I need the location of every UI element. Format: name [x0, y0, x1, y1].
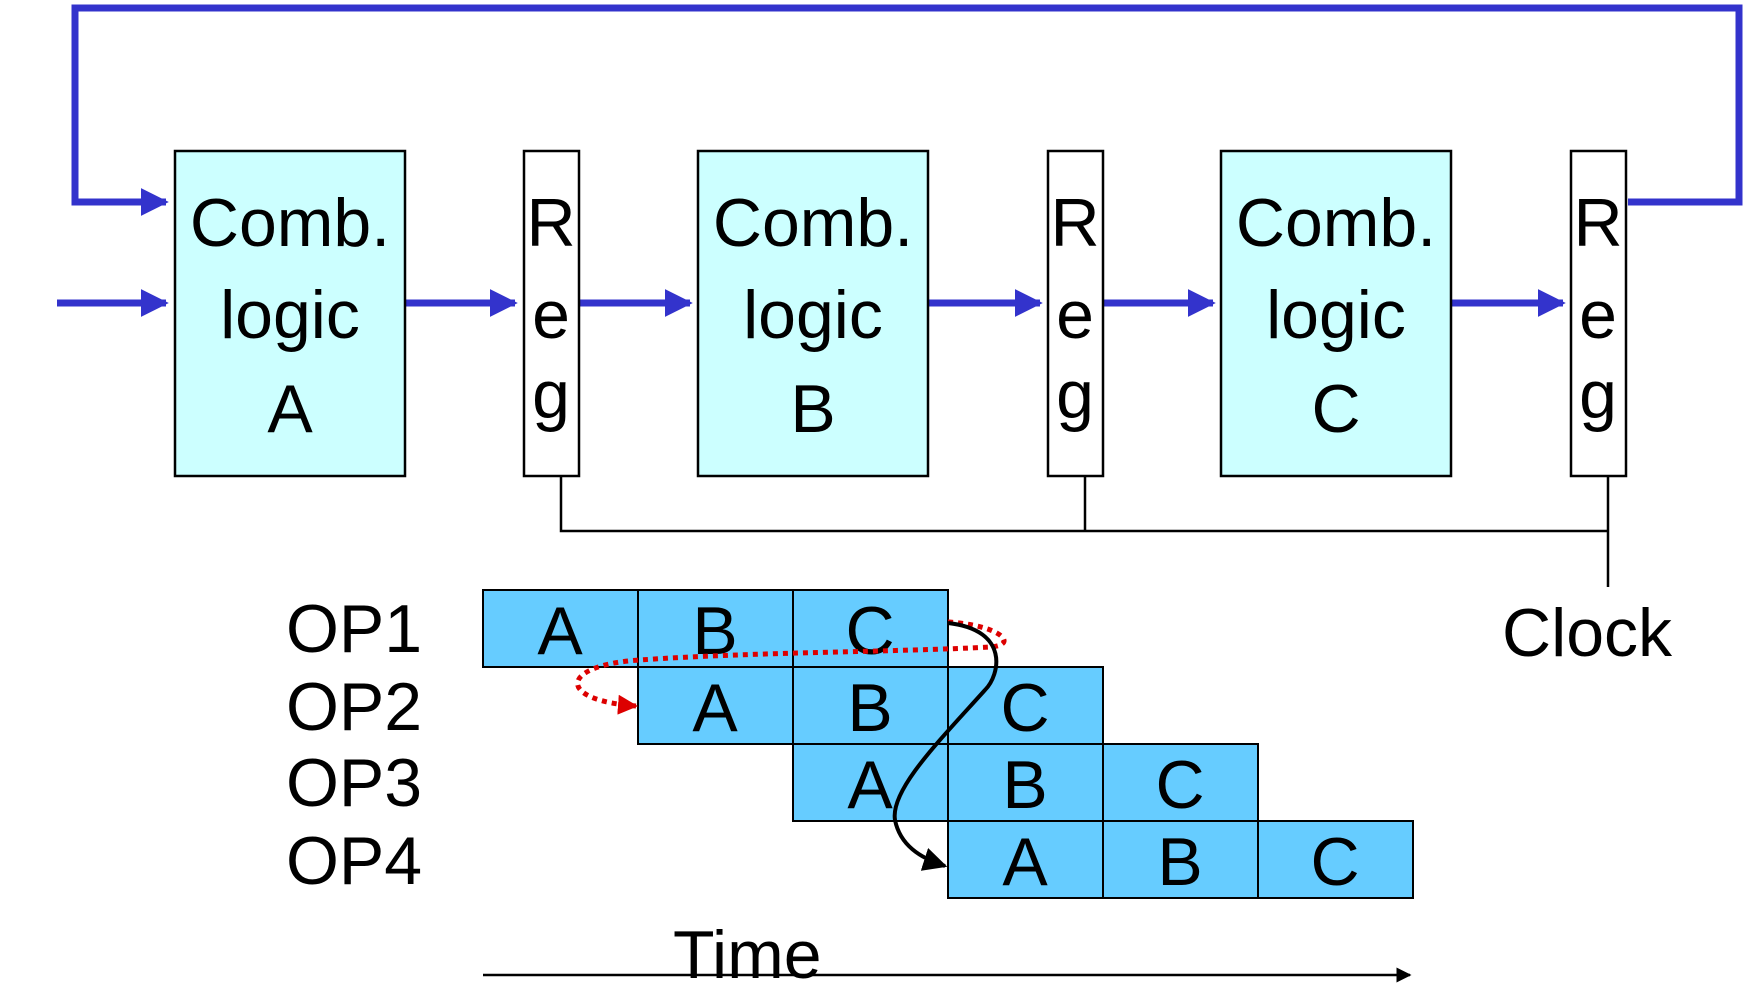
comb-logic-a: Comb. logic A — [173, 149, 407, 478]
register-2-letter-g: g — [1056, 357, 1094, 433]
comb-logic-c-line1: Comb. — [1236, 185, 1436, 261]
clock-label: Clock — [1502, 595, 1673, 671]
register-2-letter-r: R — [1050, 185, 1099, 261]
clock-line — [559, 476, 1608, 533]
op1-stage-c: C — [792, 589, 949, 669]
comb-logic-a-line3: A — [267, 371, 313, 447]
comb-logic-c-line2: logic — [1266, 277, 1406, 353]
op1-stage-a: A — [482, 589, 639, 669]
op4-stage-c-label: C — [1310, 824, 1359, 900]
op2-stage-a-label: A — [692, 670, 738, 746]
op2-stage-c-label: C — [1000, 670, 1049, 746]
op2-stage-c: C — [947, 666, 1104, 746]
op2-label: OP2 — [286, 669, 422, 745]
register-2-letter-e: e — [1056, 277, 1094, 353]
comb-logic-c-line3: C — [1311, 371, 1360, 447]
forwarding-dependency-arrow — [575, 619, 1007, 715]
comb-logic-b: Comb. logic B — [696, 149, 930, 478]
op2-stage-b: B — [792, 666, 949, 746]
op4-stage-b-label: B — [1157, 824, 1202, 900]
op3-stage-c: C — [1102, 743, 1259, 823]
op3-stage-b-label: B — [1002, 747, 1047, 823]
op3-row: OP3 A B C — [286, 743, 1259, 823]
op1-stage-c-label: C — [845, 593, 894, 669]
op3-stage-b: B — [947, 743, 1104, 823]
register-3-letter-e: e — [1579, 277, 1617, 353]
feedback-bus — [71, 4, 1743, 216]
comb-logic-b-line1: Comb. — [713, 185, 913, 261]
op1-label: OP1 — [286, 591, 422, 667]
comb-logic-c: Comb. logic C — [1219, 149, 1453, 478]
op2-stage-a: A — [637, 666, 794, 746]
register-3-letter-g: g — [1579, 357, 1617, 433]
register-1-letter-e: e — [532, 277, 570, 353]
register-3-letter-r: R — [1573, 185, 1622, 261]
stall-dependency-curve — [892, 621, 999, 871]
op3-stage-a-label: A — [847, 747, 893, 823]
op4-stage-a-label: A — [1002, 824, 1048, 900]
op4-stage-c: C — [1257, 820, 1414, 900]
op3-stage-a: A — [792, 743, 949, 823]
op3-stage-c-label: C — [1155, 747, 1204, 823]
comb-logic-a-line2: logic — [220, 277, 360, 353]
op2-stage-b-label: B — [847, 670, 892, 746]
op1-row: OP1 A B C — [286, 589, 949, 669]
register-1-letter-g: g — [532, 357, 570, 433]
op2-row: OP2 A B C — [286, 666, 1104, 746]
op4-row: OP4 A B C — [286, 820, 1414, 900]
register-3: R e g — [1569, 149, 1628, 478]
time-label: Time — [673, 917, 822, 993]
op4-stage-b: B — [1102, 820, 1259, 900]
comb-logic-a-line1: Comb. — [190, 185, 390, 261]
op3-label: OP3 — [286, 745, 422, 821]
op1-stage-a-label: A — [537, 593, 583, 669]
register-1: R e g — [522, 149, 581, 478]
comb-logic-b-line3: B — [790, 371, 835, 447]
comb-logic-b-line2: logic — [743, 277, 883, 353]
op4-stage-a: A — [947, 820, 1104, 900]
op4-label: OP4 — [286, 823, 422, 899]
register-2: R e g — [1046, 149, 1105, 478]
register-1-letter-r: R — [526, 185, 575, 261]
